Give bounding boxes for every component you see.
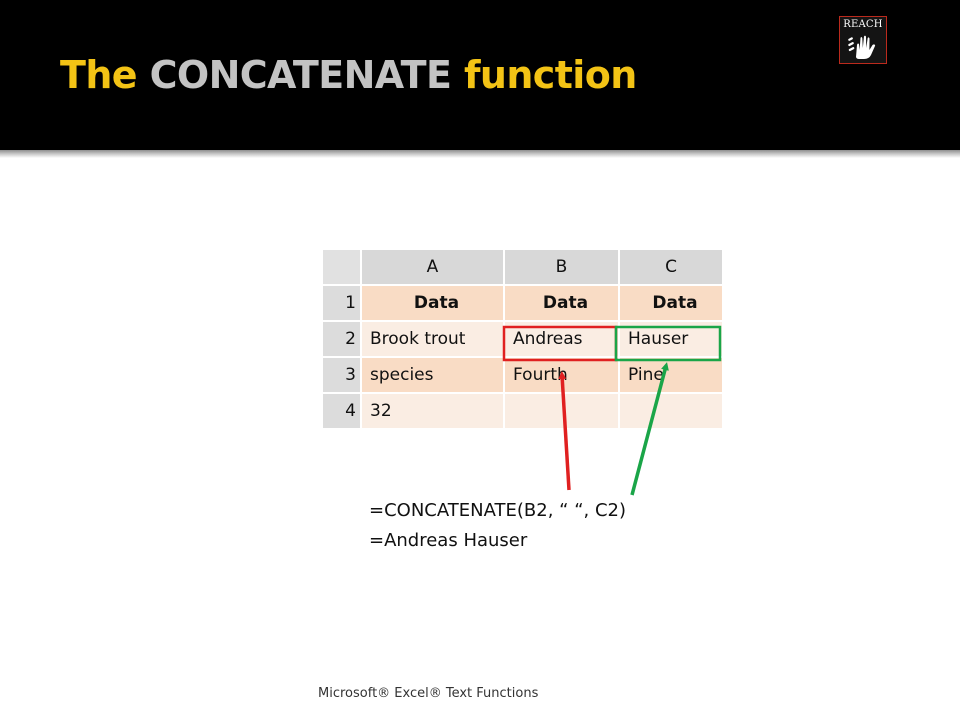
slide-footer: Microsoft® Excel® Text Functions xyxy=(318,686,539,701)
title-suffix: function xyxy=(451,53,637,97)
select-all-corner[interactable] xyxy=(321,248,362,286)
cell-c3[interactable]: Pine xyxy=(618,356,724,394)
cell-c4[interactable] xyxy=(618,392,724,430)
cell-b2[interactable]: Andreas xyxy=(503,320,620,358)
title-function-name: CONCATENATE xyxy=(149,53,452,97)
cell-b3[interactable]: Fourth xyxy=(503,356,620,394)
row-header-3[interactable]: 3 xyxy=(321,356,362,394)
logo-text: REACH xyxy=(843,19,883,30)
header-divider xyxy=(0,150,960,158)
cell-c2[interactable]: Hauser xyxy=(618,320,724,358)
cell-c1[interactable]: Data xyxy=(618,284,724,322)
slide-title: The CONCATENATE function xyxy=(60,56,637,94)
table-row: 2 Brook trout Andreas Hauser xyxy=(321,320,724,358)
reach-logo: REACH xyxy=(839,16,887,64)
cell-a3[interactable]: species xyxy=(360,356,505,394)
column-header-b[interactable]: B xyxy=(503,248,620,286)
row-header-1[interactable]: 1 xyxy=(321,284,362,322)
hand-icon xyxy=(848,35,876,59)
cell-a1[interactable]: Data xyxy=(360,284,505,322)
row-header-4[interactable]: 4 xyxy=(321,392,362,430)
cell-b1[interactable]: Data xyxy=(503,284,620,322)
formula-block: =CONCATENATE(B2, “ “, C2) =Andreas Hauser xyxy=(369,496,626,556)
title-prefix: The xyxy=(60,53,150,97)
slide-header xyxy=(0,0,960,150)
cell-a4[interactable]: 32 xyxy=(360,392,505,430)
table-row: 3 species Fourth Pine xyxy=(321,356,724,394)
formula-result: =Andreas Hauser xyxy=(369,530,528,551)
column-header-a[interactable]: A xyxy=(360,248,505,286)
formula-expression: =CONCATENATE(B2, “ “, C2) xyxy=(369,500,627,521)
row-header-2[interactable]: 2 xyxy=(321,320,362,358)
column-header-row: A B C xyxy=(321,248,724,286)
table-row: 4 32 xyxy=(321,392,724,430)
table-row: 1 Data Data Data xyxy=(321,284,724,322)
column-header-c[interactable]: C xyxy=(618,248,724,286)
cell-a2[interactable]: Brook trout xyxy=(360,320,505,358)
cell-b4[interactable] xyxy=(503,392,620,430)
spreadsheet-grid: A B C 1 Data Data Data 2 Brook trout And… xyxy=(321,248,724,430)
